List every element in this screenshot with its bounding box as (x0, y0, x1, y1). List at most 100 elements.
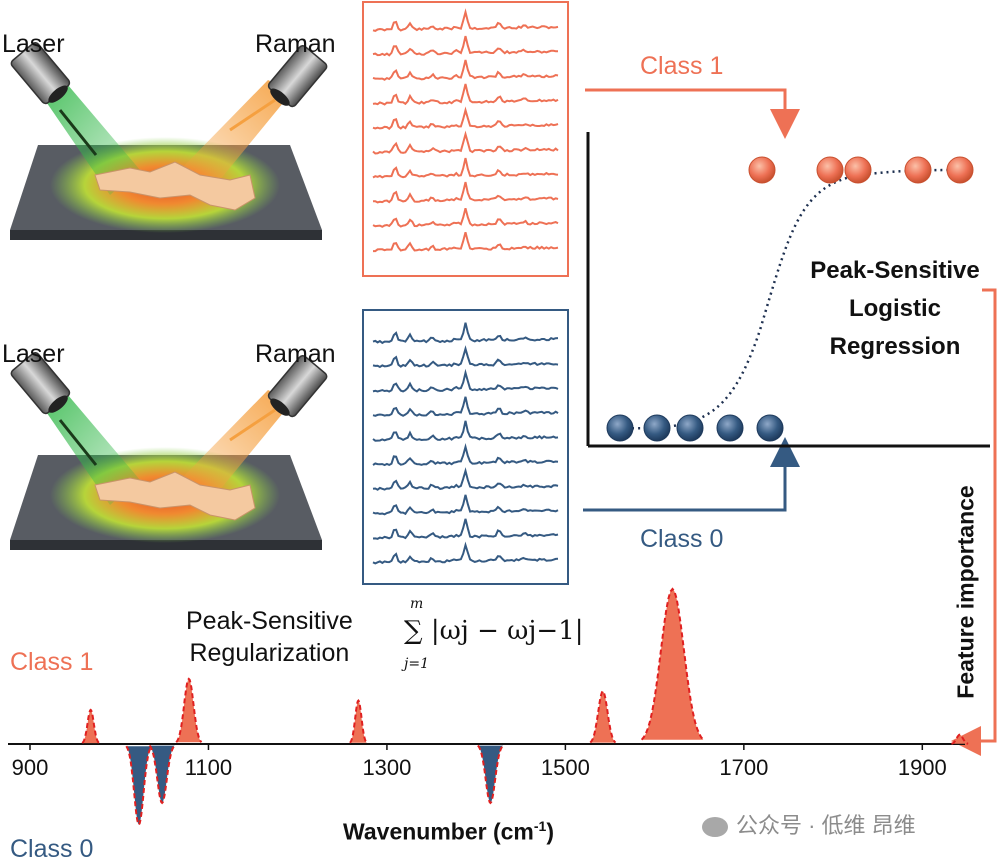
x-tick-label: 1100 (185, 755, 232, 780)
stage-edge (10, 540, 322, 550)
peak-outline (148, 744, 176, 805)
logistic-plot (586, 132, 990, 448)
laser-beam (38, 78, 140, 195)
formula-lower: j=1 (404, 656, 429, 672)
class1-spectra (372, 8, 559, 253)
laser-arrow (58, 109, 98, 156)
spectrum-trace (372, 130, 559, 155)
peak-outline (349, 698, 368, 744)
spectrum-trace (372, 420, 559, 442)
setup-bottom (10, 351, 328, 550)
spectrum-trace (372, 208, 559, 228)
x-axis-title: Wavenumber (cm-1) (343, 818, 554, 846)
watermark: 公众号 · 低维 昂维 (702, 808, 916, 840)
laser-beam (38, 388, 140, 505)
spectrum-trace (372, 345, 559, 369)
x-axis-title-text: Wavenumber (cm (343, 818, 534, 845)
x-tick-label: 900 (12, 755, 49, 780)
tissue-sample (94, 161, 256, 211)
x-tick-label: 1900 (898, 755, 947, 780)
class0-flow-arrow (583, 437, 800, 512)
class1-points (748, 156, 974, 184)
peak-area (641, 589, 704, 740)
class0-spectra-box (362, 309, 569, 585)
laser-arrow (58, 419, 98, 466)
regularization-title: Peak-Sensitive Regularization (186, 605, 353, 669)
logistic-title-line2: Logistic (848, 295, 941, 322)
class1-spectra-box (362, 1, 569, 277)
peak-area (176, 678, 202, 743)
peak-outline (951, 733, 969, 745)
formula-upper: m (410, 596, 424, 612)
spectrum-trace (372, 35, 558, 57)
regularization-line2: Regularization (189, 639, 350, 667)
spectrum-trace (372, 518, 559, 540)
peak-area (82, 709, 100, 744)
x-tick-label: 1700 (719, 755, 768, 780)
plot-class1-label: Class 1 (10, 648, 94, 676)
spectrum-trace (372, 443, 559, 467)
class1-flow-arrow (585, 88, 800, 139)
raman-arrow (229, 408, 276, 442)
spectrum-trace (372, 541, 559, 565)
class1-point (844, 156, 872, 184)
plot-class0-label: Class 0 (10, 835, 94, 863)
spectrum-trace (372, 181, 559, 204)
class0-point (676, 414, 704, 442)
peak-outline (125, 745, 153, 827)
class1-flow-label: Class 1 (640, 52, 724, 80)
spectrum-trace (373, 232, 559, 253)
wechat-icon (702, 817, 728, 838)
x-axis-title-close: ) (546, 818, 554, 845)
class0-flow-label: Class 0 (640, 525, 724, 553)
peak-outline (477, 744, 504, 805)
peak-outline (640, 587, 705, 741)
spectrum-trace (372, 368, 559, 393)
class0-point (756, 414, 784, 442)
x-tick-label: 1300 (362, 755, 411, 780)
peaks-layer (81, 587, 969, 827)
sigmoid-curve (619, 168, 966, 430)
feature-weight-plot: 900 1100 1300 1500 1700 1900 (8, 587, 969, 827)
class1-point (946, 156, 974, 184)
spectrum-trace (372, 106, 559, 130)
watermark-text: 公众号 · 低维 昂维 (736, 813, 916, 838)
raman-label-bottom: Raman (255, 340, 336, 368)
spectrum-trace (372, 467, 559, 491)
spectrum-trace (372, 396, 559, 417)
raman-detector (267, 354, 328, 418)
peak-outline (175, 677, 203, 743)
formula-body: ∑ |ωj − ωj−1| (404, 616, 584, 646)
raman-label-top: Raman (255, 30, 336, 58)
class1-point (748, 156, 776, 184)
x-axis-title-sup: -1 (533, 818, 547, 834)
spectrum-trace (372, 157, 559, 179)
x-tick-label: 1500 (541, 755, 590, 780)
logistic-title-line3: Regression (829, 333, 961, 360)
x-ticks: 900 1100 1300 1500 1700 1900 (12, 744, 947, 780)
class0-spectra (372, 322, 559, 565)
laser-label-top: Laser (2, 30, 65, 58)
laser-label-bottom: Laser (2, 340, 65, 368)
class1-point (816, 156, 844, 184)
peak-area (149, 745, 175, 803)
peak-area (590, 691, 616, 743)
spectrum-trace (372, 8, 559, 32)
class1-point (904, 156, 932, 184)
setup-top (10, 41, 328, 240)
peak-area (126, 746, 152, 825)
peak-outline (589, 689, 617, 744)
peak-outline (81, 708, 100, 744)
class0-points (606, 414, 784, 442)
spectrum-trace (372, 494, 559, 516)
regularization-line1: Peak-Sensitive (186, 607, 353, 635)
spectrum-trace (372, 322, 559, 345)
feature-importance-label: Feature importance (952, 485, 979, 699)
class0-point (716, 414, 744, 442)
raman-arrow (229, 98, 276, 132)
peak-area (477, 745, 503, 803)
class0-point (606, 414, 634, 442)
spectrum-trace (372, 83, 559, 106)
class0-point (643, 414, 671, 442)
